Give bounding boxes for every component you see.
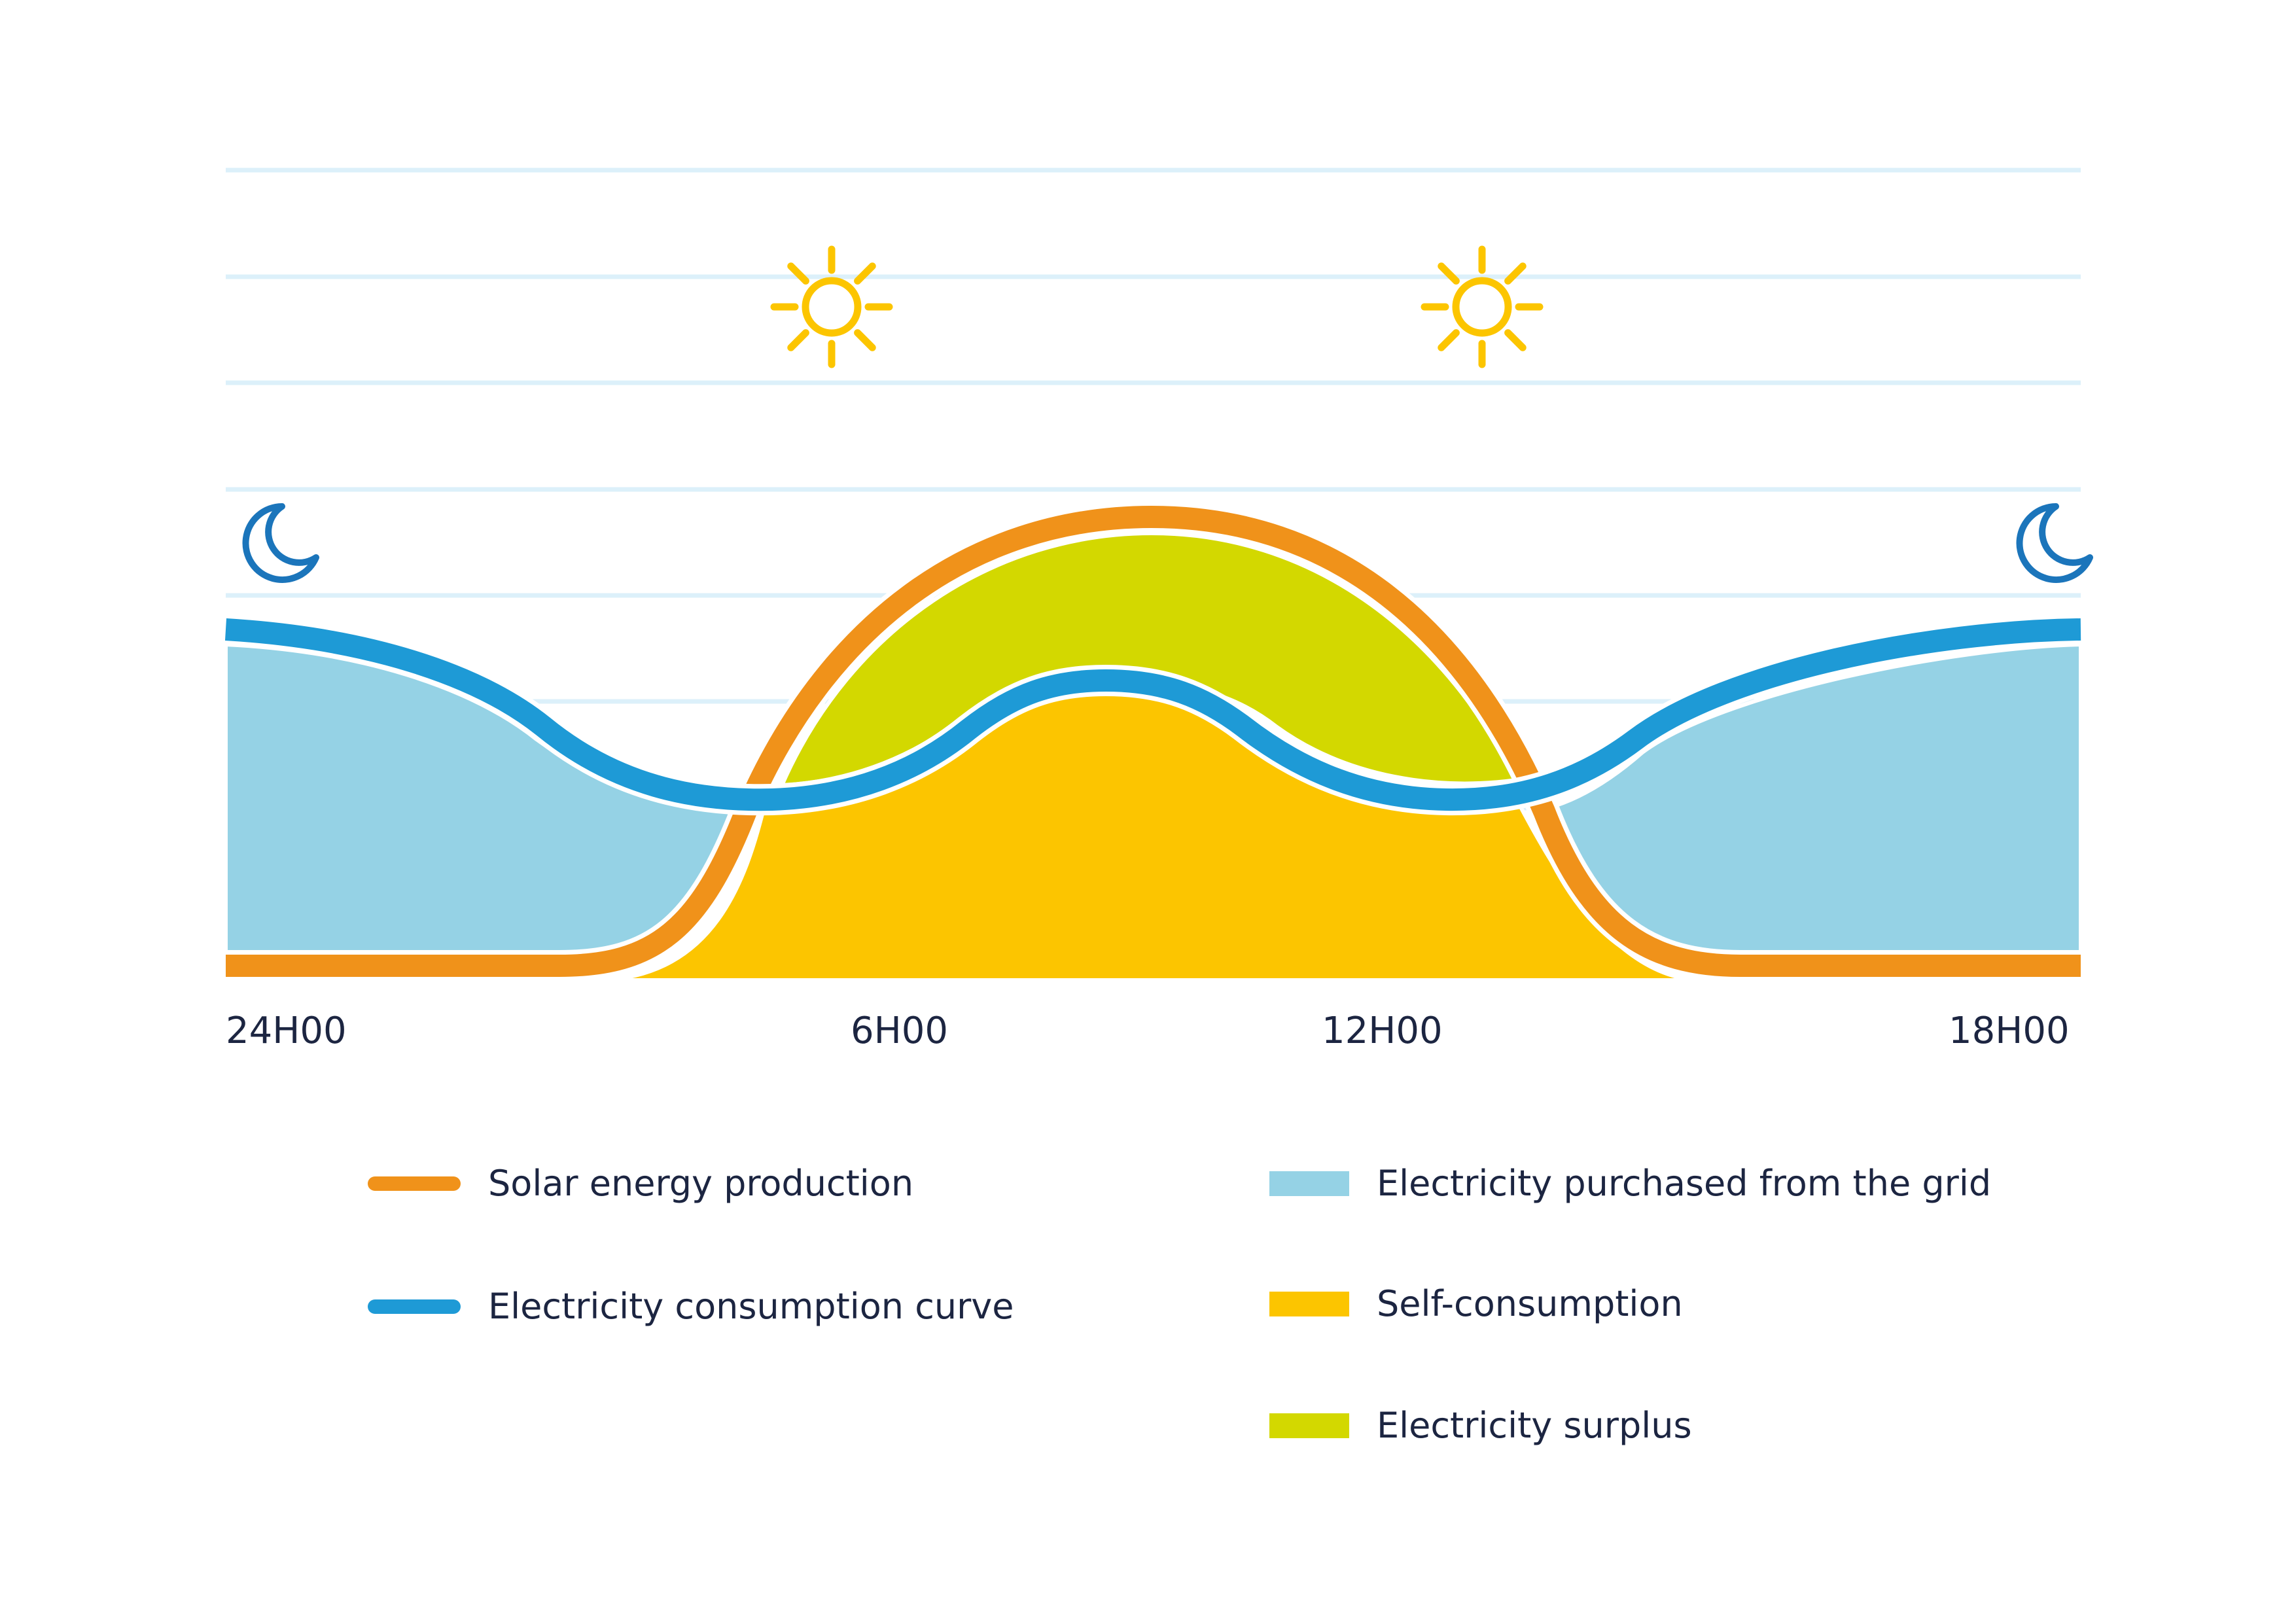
legend-item-self-consumption: Self-consumption	[1269, 1286, 1683, 1322]
moon-icon	[242, 503, 319, 583]
sun-ray	[854, 262, 876, 285]
sun-ray	[854, 329, 876, 351]
x-tick-label: 24H00	[226, 1010, 347, 1052]
sun-icon	[1421, 245, 1544, 368]
legend-label: Electricity purchased from the grid	[1377, 1163, 1992, 1204]
moon-crescent	[2016, 503, 2093, 583]
x-tick-label: 18H00	[1949, 1010, 2070, 1052]
legend-item-solar: Solar energy production	[368, 1166, 913, 1201]
sun-icon	[770, 245, 893, 368]
sun-ray	[787, 329, 809, 351]
solar-production-line	[226, 506, 2081, 977]
sun-ray	[1504, 329, 1527, 351]
x-tick-label: 6H00	[851, 1010, 948, 1052]
legend-label: Electricity consumption curve	[488, 1286, 1014, 1327]
moon-icon	[2016, 503, 2093, 583]
legend-swatch	[1269, 1171, 1349, 1196]
sun-core	[802, 277, 862, 337]
consumption-curve-line	[224, 618, 2081, 811]
legend-item-surplus: Electricity surplus	[1269, 1408, 1692, 1443]
legend-label: Solar energy production	[488, 1163, 914, 1204]
legend-item-consumption: Electricity consumption curve	[368, 1289, 1014, 1324]
moon-crescent	[242, 503, 319, 583]
legend-swatch	[368, 1299, 461, 1314]
sun-ray	[787, 262, 809, 285]
x-tick-label: 12H00	[1322, 1010, 1443, 1052]
legend-label: Electricity surplus	[1377, 1405, 1692, 1446]
sun-ray	[1438, 262, 1460, 285]
legend-swatch	[1269, 1413, 1349, 1438]
legend-item-grid-purchase: Electricity purchased from the grid	[1269, 1166, 1991, 1201]
legend-swatch	[368, 1176, 461, 1191]
sun-core	[1452, 277, 1512, 337]
legend-swatch	[1269, 1292, 1349, 1316]
legend-label: Self-consumption	[1377, 1283, 1683, 1324]
self-consumption-area	[601, 688, 1702, 982]
grid-purchase-area-right	[1545, 642, 2083, 962]
sun-ray	[1504, 262, 1527, 285]
sun-ray	[1438, 329, 1460, 351]
